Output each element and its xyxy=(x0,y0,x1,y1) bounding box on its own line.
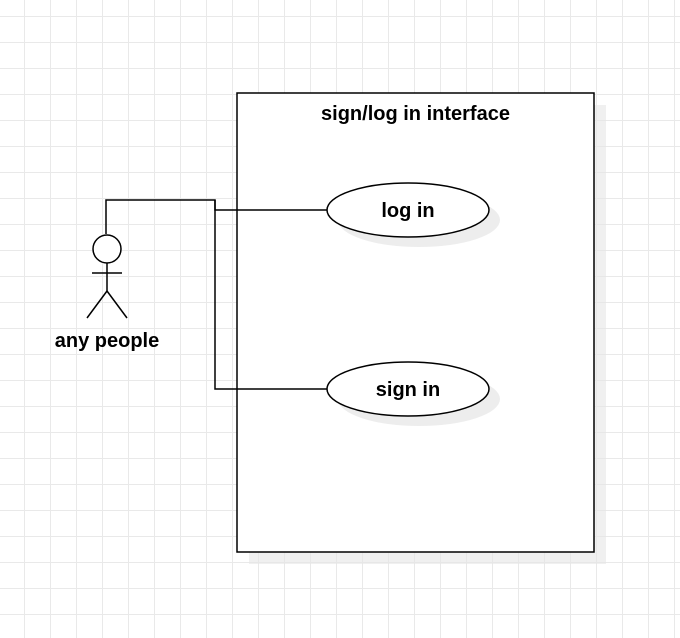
use-case-log-in-ellipse xyxy=(326,182,490,238)
system-boundary-box xyxy=(236,92,595,553)
use-case-sign-in-label: sign in xyxy=(376,379,440,401)
use-case-log-in-label: log in xyxy=(381,200,434,222)
use-case-sign-in[interactable]: sign in xyxy=(326,361,500,426)
associations xyxy=(105,199,327,390)
actor-stick-figure-icon xyxy=(86,234,128,319)
association-sign-in[interactable] xyxy=(214,200,327,390)
system-boundary[interactable]: sign/log in interface xyxy=(236,92,606,564)
actor-label: any people xyxy=(55,330,159,352)
system-boundary-title: sign/log in interface xyxy=(321,103,510,125)
actor[interactable]: any people xyxy=(55,234,159,352)
use-case-sign-in-ellipse xyxy=(326,361,490,417)
use-case-log-in[interactable]: log in xyxy=(326,182,500,247)
